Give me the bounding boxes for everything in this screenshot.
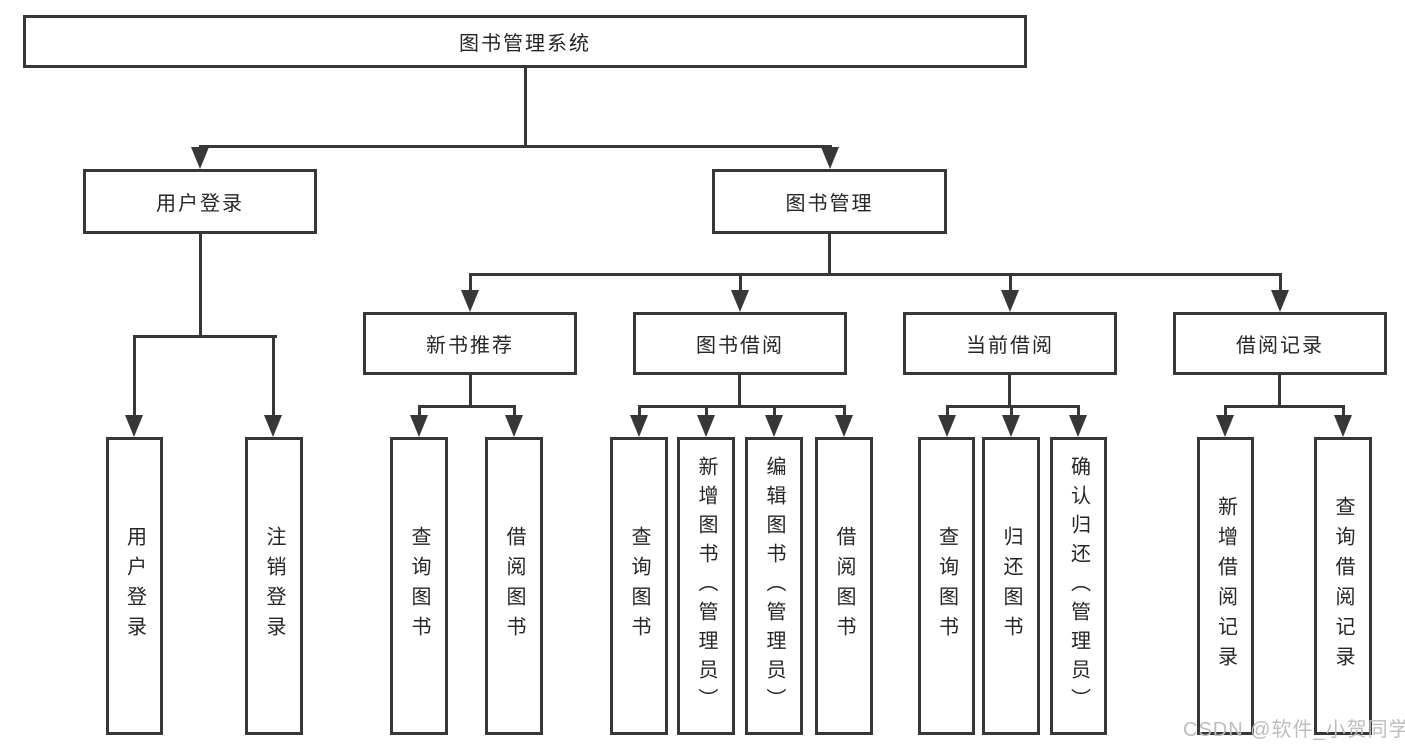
arrow-down-icon [1334,415,1352,437]
connector-stem [1278,375,1281,407]
arrow-down-icon [765,415,783,437]
connector-book-mgmt-stem [828,234,831,276]
leaf-logout: 注销登录 [245,437,303,735]
node-library-management-system: 图书管理系统 [23,15,1027,68]
leaf-query-borrow-record: 查询借阅记录 [1314,437,1372,735]
leaf-query-books-borrow: 查询图书 [610,437,668,735]
connector-stem [946,405,949,419]
connector-branch-line [418,405,516,408]
arrow-down-icon [1001,290,1019,312]
connector-root-branch-line [199,145,832,148]
node-book-borrow: 图书借阅 [633,312,847,375]
arrow-down-icon [630,415,648,437]
connector-branch-line [946,405,1080,408]
arrow-down-icon [697,415,715,437]
arrow-down-icon [191,147,209,169]
arrow-down-icon [125,415,143,437]
arrow-down-icon [1002,415,1020,437]
arrow-down-icon [821,147,839,169]
arrow-down-icon [731,290,749,312]
node-book-management: 图书管理 [712,169,947,234]
connector-stem [705,405,708,419]
connector-stem [513,405,516,419]
leaf-user-login: 用户登录 [106,437,163,735]
arrow-down-icon [410,415,428,437]
connector-stem [739,273,742,293]
connector-branch-line [638,405,846,408]
connector-stem [773,405,776,419]
connector-stem [1077,405,1080,419]
connector-user-login-stem [199,234,202,338]
arrow-down-icon [1216,415,1234,437]
connector-stem [469,273,472,293]
connector-stem [1010,405,1013,419]
connector-stem [1279,273,1282,293]
arrow-down-icon [505,415,523,437]
leaf-borrow-books: 借阅图书 [815,437,873,735]
arrow-down-icon [938,415,956,437]
connector-stem [1009,273,1012,293]
connector-root-stem [524,68,527,148]
leaf-add-borrow-record: 新增借阅记录 [1197,437,1254,735]
connector-stem [1342,405,1345,419]
arrow-down-icon [835,415,853,437]
connector-branch-line [1224,405,1344,408]
node-borrow-records: 借阅记录 [1173,312,1387,375]
connector-stem [418,405,421,419]
connector-stem [638,405,641,419]
node-user-login: 用户登录 [83,169,317,234]
leaf-add-book-admin: 新增图书（管理员） [677,437,735,735]
arrow-down-icon [1271,290,1289,312]
connector-stem [843,405,846,419]
connector-stem [469,375,472,407]
connector-book-mgmt-branch-line [469,273,1282,276]
csdn-watermark: CSDN @软件_小贺同学 [1183,719,1405,741]
connector-stem [1008,375,1011,407]
leaf-borrow-books-recommend: 借阅图书 [485,437,543,735]
node-current-borrow: 当前借阅 [903,312,1117,375]
connector-user-login-branch-line [133,335,277,338]
leaf-query-books-recommend: 查询图书 [390,437,448,735]
leaf-return-book: 归还图书 [982,437,1040,735]
connector-stem [1224,405,1227,419]
arrow-down-icon [1069,415,1087,437]
leaf-query-books-current: 查询图书 [918,437,975,735]
leaf-edit-book-admin: 编辑图书（管理员） [745,437,803,735]
connector-stem [133,335,136,419]
connector-stem [738,375,741,407]
leaf-confirm-return-admin: 确认归还（管理员） [1050,437,1107,735]
arrow-down-icon [461,290,479,312]
connector-stem [272,335,275,419]
arrow-down-icon [264,415,282,437]
node-new-book-recommend: 新书推荐 [363,312,577,375]
